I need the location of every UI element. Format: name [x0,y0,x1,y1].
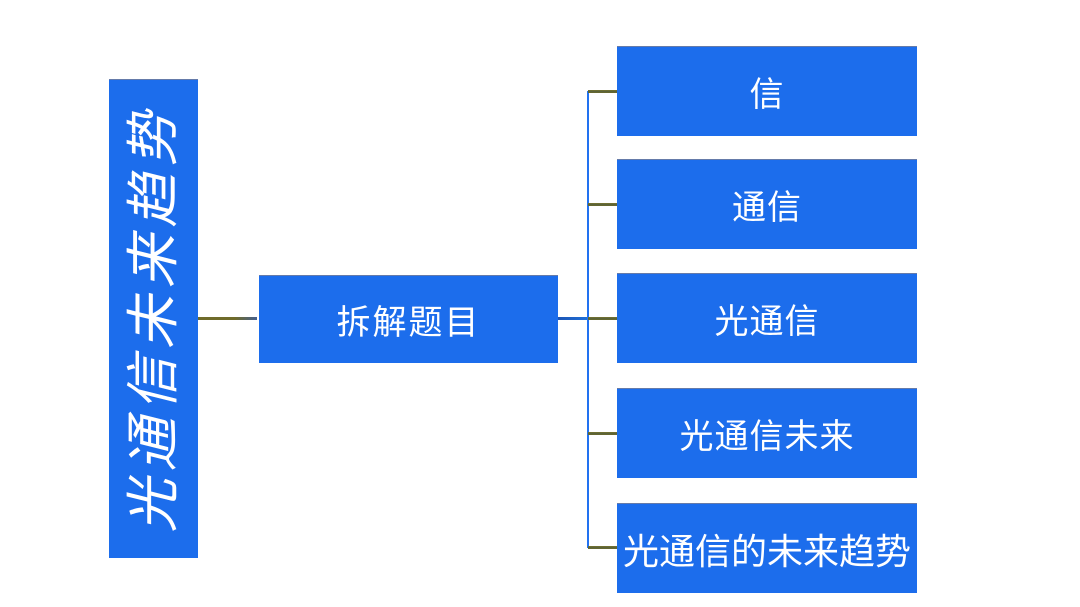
child-node-1[interactable]: 信 [617,46,917,136]
intermediate-node[interactable]: 拆解题目 [259,275,558,363]
intermediate-node-label: 拆解题目 [336,304,481,342]
child-node-5[interactable]: 光通信的未来趋势 [617,503,917,593]
child-node-5-label: 光通信的未来趋势 [622,530,911,572]
child-node-4[interactable]: 光通信未来 [617,388,917,478]
connector-branch-4 [588,432,617,435]
child-node-2[interactable]: 通信 [617,159,917,249]
connector-branch-1 [588,90,617,93]
child-node-2-label: 通信 [732,189,802,227]
connector-branch-5 [588,546,617,549]
connector-branch-3 [588,317,617,320]
child-node-3-label: 光通信 [714,303,820,341]
root-node[interactable]: 光通信未来趋势 [109,79,198,558]
connector-root-intermediate [198,317,257,320]
child-node-3[interactable]: 光通信 [617,273,917,363]
child-node-4-label: 光通信未来 [679,418,855,456]
root-node-label: 光通信未来趋势 [123,105,184,533]
connector-intermediate-trunk [558,317,588,320]
child-node-1-label: 信 [749,76,785,114]
connector-branch-2 [588,203,617,206]
